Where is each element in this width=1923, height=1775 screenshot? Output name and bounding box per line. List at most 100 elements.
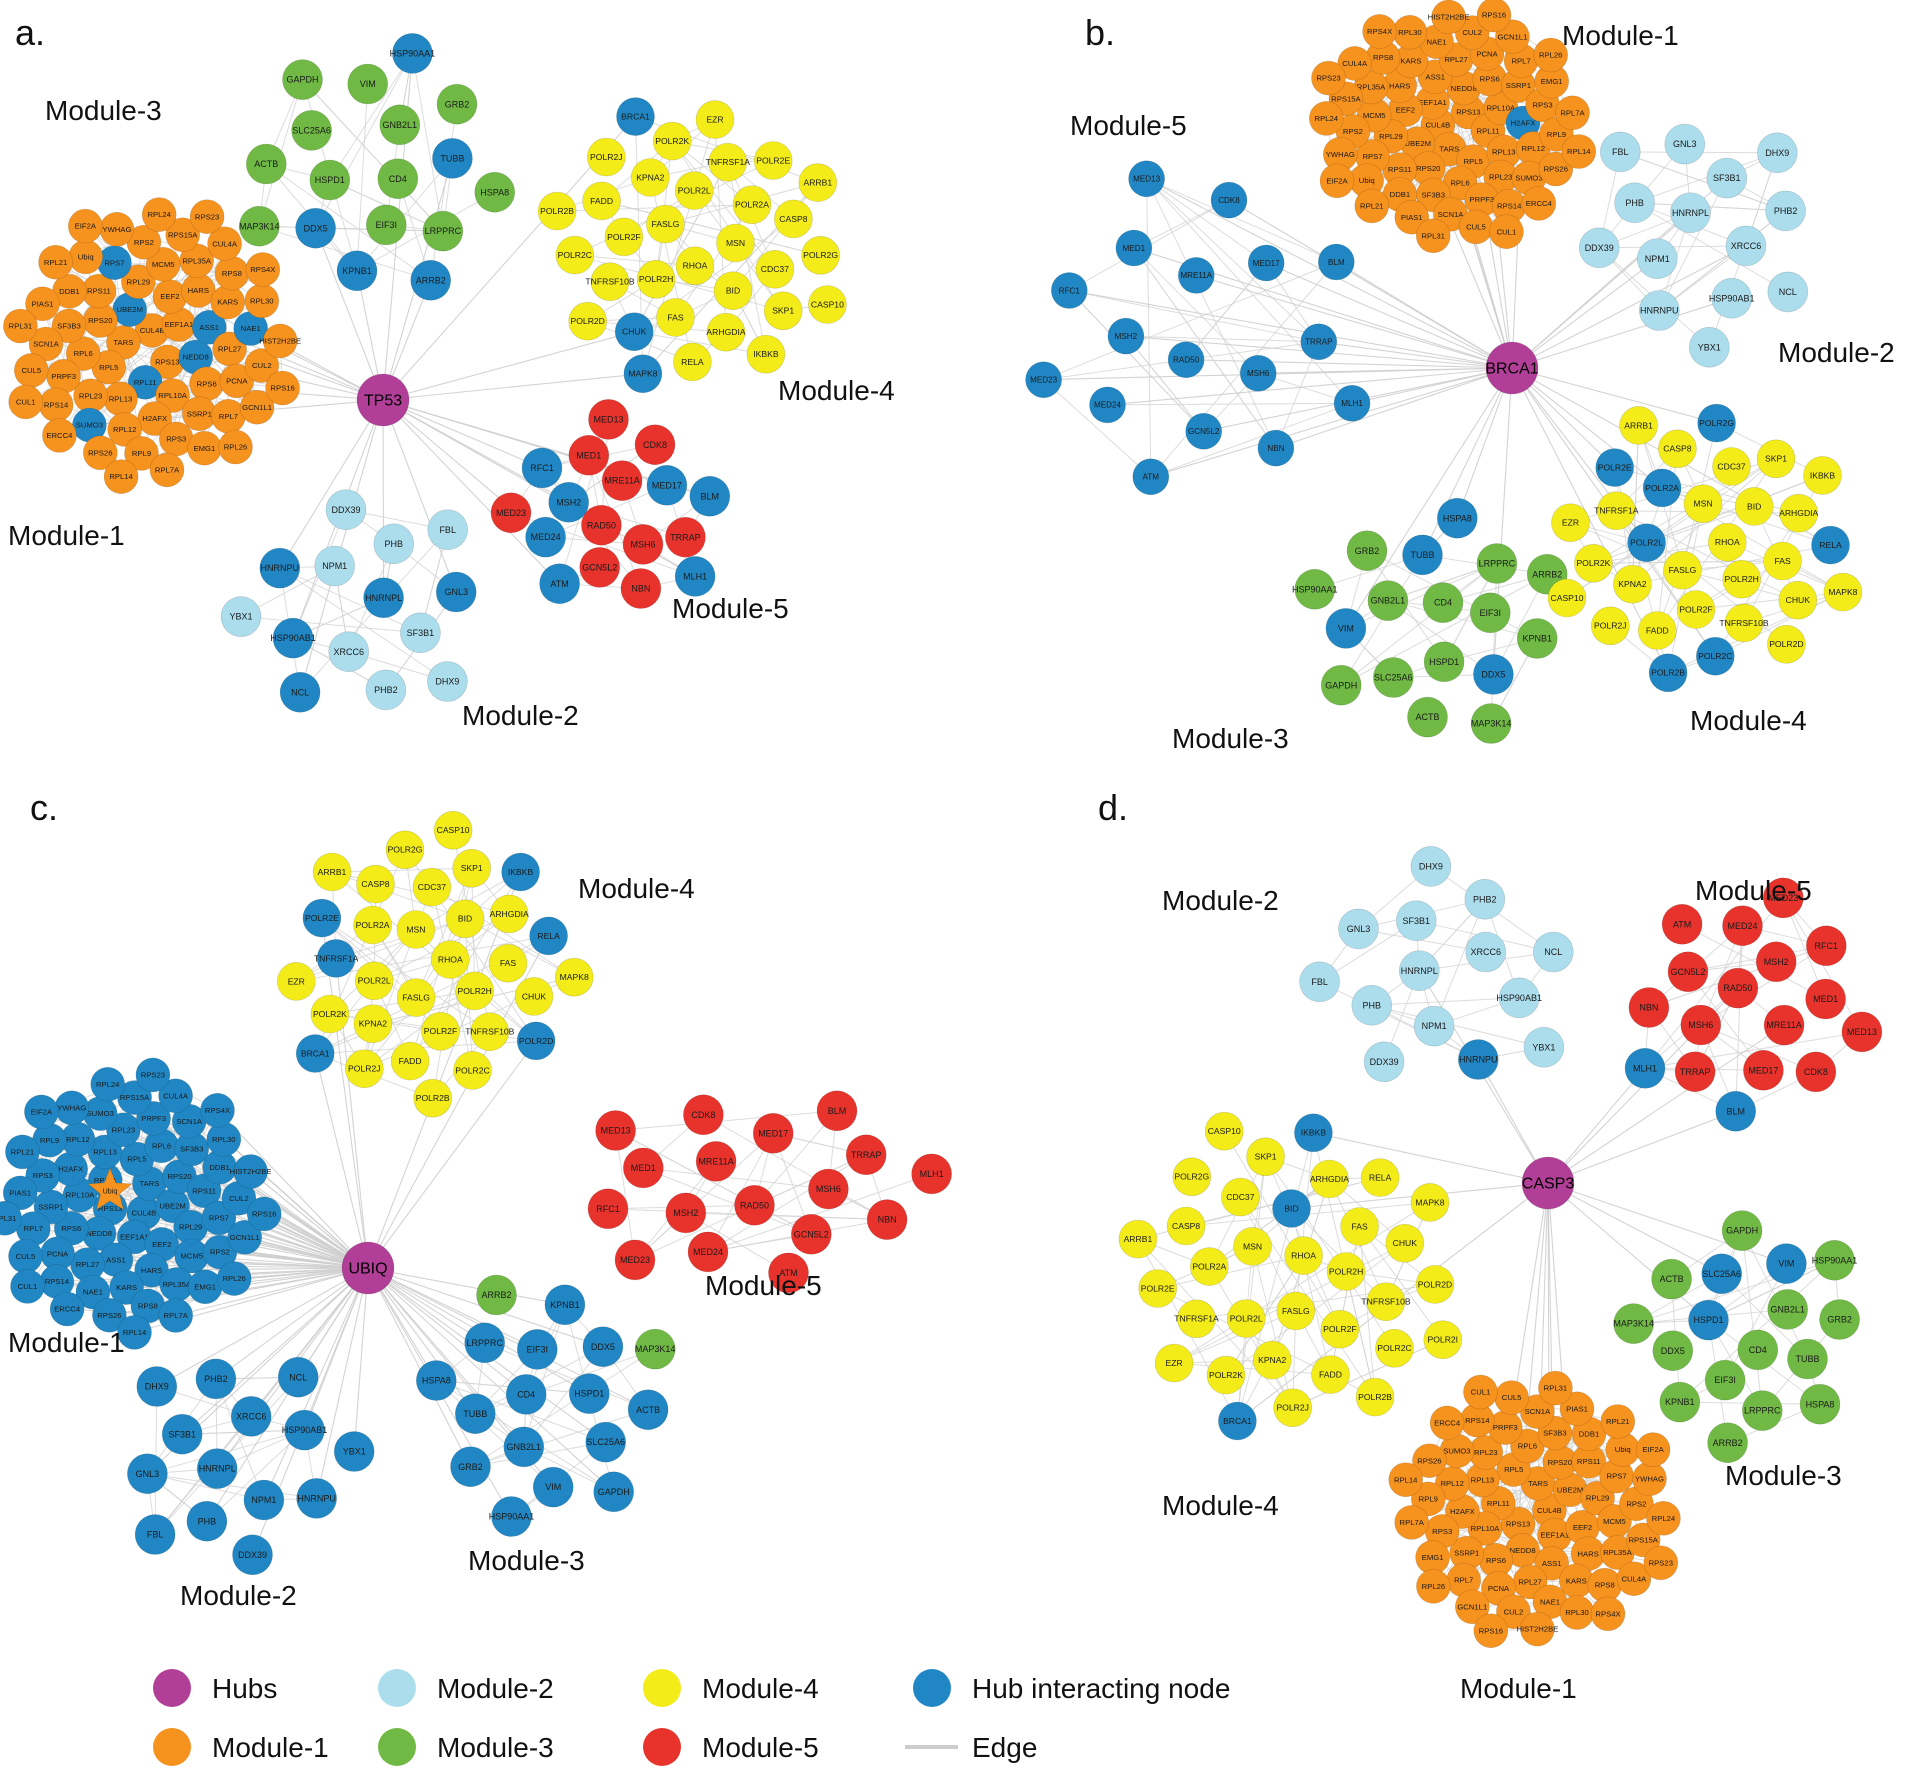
node-ERCC4[interactable]: ERCC4 xyxy=(42,418,77,453)
node-CDC37[interactable]: CDC37 xyxy=(1221,1177,1260,1217)
node-RFC1[interactable]: RFC1 xyxy=(1806,925,1847,967)
node-RELA[interactable]: RELA xyxy=(673,342,712,382)
node-MSN[interactable]: MSN xyxy=(716,223,755,263)
node-FASLG[interactable]: FASLG xyxy=(1663,550,1702,590)
node-DHX9[interactable]: DHX9 xyxy=(136,1366,178,1407)
node-LRPPRC[interactable]: LRPPRC xyxy=(422,210,464,252)
node-MED24[interactable]: MED24 xyxy=(687,1231,729,1273)
node-CASP8[interactable]: CASP8 xyxy=(1658,429,1697,469)
node-HNRNPU[interactable]: HNRNPU xyxy=(259,547,301,589)
node-ARHGDIA[interactable]: ARHGDIA xyxy=(1310,1159,1349,1199)
node-FAS[interactable]: FAS xyxy=(1763,541,1802,581)
node-NBN[interactable]: NBN xyxy=(866,1199,908,1240)
node-TRRAP[interactable]: TRRAP xyxy=(1674,1051,1716,1092)
node-PHB2[interactable]: PHB2 xyxy=(365,669,407,711)
node-BLM[interactable]: BLM xyxy=(816,1090,858,1132)
node-EZR[interactable]: EZR xyxy=(1551,503,1590,543)
node-DDX5[interactable]: DDX5 xyxy=(1473,654,1514,695)
node-POLR2J[interactable]: POLR2J xyxy=(586,137,626,177)
node-TUBB[interactable]: TUBB xyxy=(432,138,473,179)
node-CDC37[interactable]: CDC37 xyxy=(412,867,452,907)
node-RPS23[interactable]: RPS23 xyxy=(135,1057,171,1093)
node-RPS4X[interactable]: RPS4X xyxy=(1590,1596,1626,1632)
node-HSPA8[interactable]: HSPA8 xyxy=(1799,1383,1841,1425)
node-CDK8[interactable]: CDK8 xyxy=(1210,181,1248,219)
node-RPL7A[interactable]: RPL7A xyxy=(1555,95,1590,131)
node-POLR2C[interactable]: POLR2C xyxy=(1696,636,1735,676)
node-POLR2C[interactable]: POLR2C xyxy=(1375,1329,1414,1368)
node-CASP10[interactable]: CASP10 xyxy=(1204,1111,1244,1151)
node-CDK8[interactable]: CDK8 xyxy=(1795,1051,1837,1093)
node-FBL[interactable]: FBL xyxy=(134,1514,176,1555)
node-RPS23[interactable]: RPS23 xyxy=(1643,1545,1679,1581)
node-SKP1[interactable]: SKP1 xyxy=(763,291,803,331)
node-SKP1[interactable]: SKP1 xyxy=(1246,1137,1285,1177)
node-POLR2L[interactable]: POLR2L xyxy=(1226,1299,1266,1338)
node-RPL21[interactable]: RPL21 xyxy=(1600,1404,1636,1439)
node-EIF2A[interactable]: EIF2A xyxy=(24,1094,59,1130)
node-ACTB[interactable]: ACTB xyxy=(245,143,287,185)
node-RPL24[interactable]: RPL24 xyxy=(1646,1501,1681,1536)
node-POLR2E[interactable]: POLR2E xyxy=(753,141,793,180)
node-KPNA2[interactable]: KPNA2 xyxy=(353,1004,393,1044)
node-MSH6[interactable]: MSH6 xyxy=(808,1168,849,1210)
node-FADD[interactable]: FADD xyxy=(1638,611,1677,650)
node-MED13[interactable]: MED13 xyxy=(595,1110,636,1151)
node-RPL30[interactable]: RPL30 xyxy=(1559,1595,1595,1630)
node-HSPA8[interactable]: HSPA8 xyxy=(474,171,516,213)
node-CASP10[interactable]: CASP10 xyxy=(1547,578,1587,618)
node-RPL21[interactable]: RPL21 xyxy=(5,1134,40,1170)
node-RPL21[interactable]: RPL21 xyxy=(1354,188,1390,224)
node-MED23[interactable]: MED23 xyxy=(1025,361,1062,399)
node-VIM[interactable]: VIM xyxy=(1766,1243,1807,1284)
node-MED1[interactable]: MED1 xyxy=(1805,978,1846,1020)
node-EEF2[interactable]: EEF2 xyxy=(152,279,188,314)
node-RFC1[interactable]: RFC1 xyxy=(1051,272,1088,309)
node-RHOA[interactable]: RHOA xyxy=(430,940,470,979)
node-RFC1[interactable]: RFC1 xyxy=(521,447,563,489)
node-EIF2A[interactable]: EIF2A xyxy=(1319,163,1355,199)
node-MED17[interactable]: MED17 xyxy=(752,1113,794,1154)
node-MAPK8[interactable]: MAPK8 xyxy=(1410,1183,1450,1222)
node-HSP90AA1[interactable]: HSP90AA1 xyxy=(489,1496,535,1537)
node-FADD[interactable]: FADD xyxy=(390,1041,430,1081)
node-RPL24[interactable]: RPL24 xyxy=(141,197,177,232)
node-HSP90AB1[interactable]: HSP90AB1 xyxy=(1709,277,1755,319)
node-CHUK[interactable]: CHUK xyxy=(614,312,654,352)
node-TNFRSF10B[interactable]: TNFRSF10B xyxy=(1361,1282,1411,1321)
node-CUL1[interactable]: CUL1 xyxy=(1463,1374,1498,1410)
node-EIF3I[interactable]: EIF3I xyxy=(1470,592,1511,634)
node-FADD[interactable]: FADD xyxy=(1311,1355,1350,1394)
node-DDX39[interactable]: DDX39 xyxy=(325,489,367,531)
node-GNL3[interactable]: GNL3 xyxy=(1664,123,1706,165)
node-HSP90AB1[interactable]: HSP90AB1 xyxy=(1496,977,1542,1019)
node-FASLG[interactable]: FASLG xyxy=(1276,1291,1316,1331)
node-POLR2A[interactable]: POLR2A xyxy=(732,185,772,224)
node-FADD[interactable]: FADD xyxy=(582,181,621,221)
node-BRCA1[interactable]: BRCA1 xyxy=(1218,1401,1257,1441)
node-NBN[interactable]: NBN xyxy=(620,568,662,609)
node-MED1[interactable]: MED1 xyxy=(1115,229,1153,267)
node-FBL[interactable]: FBL xyxy=(427,509,469,551)
node-FAS[interactable]: FAS xyxy=(488,943,528,983)
node-CDK8[interactable]: CDK8 xyxy=(683,1094,724,1136)
node-RPL30[interactable]: RPL30 xyxy=(244,283,280,319)
node-POLR2L[interactable]: POLR2L xyxy=(674,171,714,210)
node-HNRNPL[interactable]: HNRNPL xyxy=(196,1448,238,1489)
node-POLR2B[interactable]: POLR2B xyxy=(537,191,577,231)
node-MED23[interactable]: MED23 xyxy=(614,1239,656,1281)
node-POLR2G[interactable]: POLR2G xyxy=(801,236,840,275)
node-YWHAG[interactable]: YWHAG xyxy=(1632,1461,1667,1497)
node-RPL14[interactable]: RPL14 xyxy=(1388,1462,1423,1497)
node-HSP90AA1[interactable]: HSP90AA1 xyxy=(1292,568,1338,610)
node-ACTB[interactable]: ACTB xyxy=(627,1389,669,1430)
node-ARHGDIA[interactable]: ARHGDIA xyxy=(490,894,529,934)
node-CD4[interactable]: CD4 xyxy=(1737,1329,1779,1371)
node-CASP8[interactable]: CASP8 xyxy=(774,199,813,239)
node-MLH1[interactable]: MLH1 xyxy=(674,556,716,597)
node-FAS[interactable]: FAS xyxy=(656,298,695,337)
node-RPS16[interactable]: RPS16 xyxy=(246,1196,282,1232)
node-ACTB[interactable]: ACTB xyxy=(1407,696,1448,738)
node-MLH1[interactable]: MLH1 xyxy=(911,1153,952,1195)
node-RFC1[interactable]: RFC1 xyxy=(587,1188,629,1230)
